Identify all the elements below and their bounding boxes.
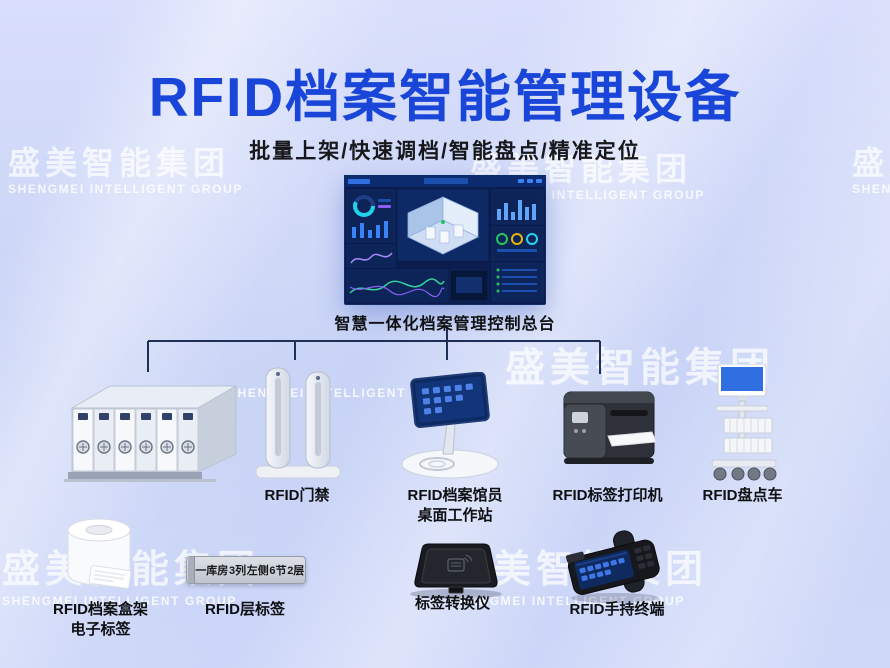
workstation-image [393,371,511,482]
inventory-cart-image [698,363,790,482]
box-tag-label-line1: RFID档案盒架 [53,601,148,618]
watermark-cn: 盛美智能集团 [852,145,890,181]
watermark-en: SHENGMEI INTELLIGENT GROUP [450,593,685,608]
archive-shelving-image [58,374,243,486]
watermark-en: SHENGMEI INTELLIGENT GROUP [852,182,890,197]
gate-label: RFID门禁 [264,487,330,504]
rfid-gate-image [255,362,341,482]
box-tag-label: RFID档案盒架 电子标签 [48,600,153,641]
watermark-en: SHENGMEI INTELLIGENT GROUP [8,182,243,197]
shelf-tag-section: 6节 [269,565,287,577]
control-console-screenshot [343,174,547,306]
shelf-tag-col: 3列 [228,565,247,577]
handheld-terminal-image [556,528,674,604]
watermark-en: SHENGMEI INTELLIGENT GROUP [2,593,237,608]
box-tag-label-line2: 电子标签 [70,621,131,639]
handheld-label: RFID手持终端 [569,601,665,618]
console-dashboard-art [343,174,547,306]
shelf-tag-endcap [187,557,195,583]
workstation-label-line2: 桌面工作站 [417,507,493,525]
printer-label: RFID标签打印机 [552,487,663,504]
shelf-tag-label: RFID层标签 [205,601,285,618]
workstation-label: RFID档案馆员 桌面工作站 [398,486,512,527]
page-subtitle: 批量上架/快速调档/智能盘点/精准定位 [249,140,641,163]
page-title: RFID档案智能管理设备 [148,66,742,128]
workstation-label-line1: RFID档案馆员 [407,487,503,504]
cart-label: RFID盘点车 [702,487,783,504]
shelf-tag-layer: 2层 [287,565,305,577]
console-caption: 智慧一体化档案管理控制总台 [334,316,556,333]
watermark-cn: 盛美智能集团 [8,145,231,181]
converter-label: 标签转换仪 [414,595,490,612]
tag-converter-image [404,538,508,600]
shelf-tag-room: 一库房 [195,565,229,577]
watermark-top-right: 盛美智能集团 SHENGMEI INTELLIGENT GROUP [852,144,890,197]
label-roll-image [52,512,148,600]
label-printer-image [558,376,660,480]
shelf-tag-side: 左侧 [246,565,269,577]
watermark-top-left: 盛美智能集团 SHENGMEI INTELLIGENT GROUP [8,144,243,197]
shelf-tag-strip-image: 一库房 3列 左侧 6节 2层 [186,556,306,584]
